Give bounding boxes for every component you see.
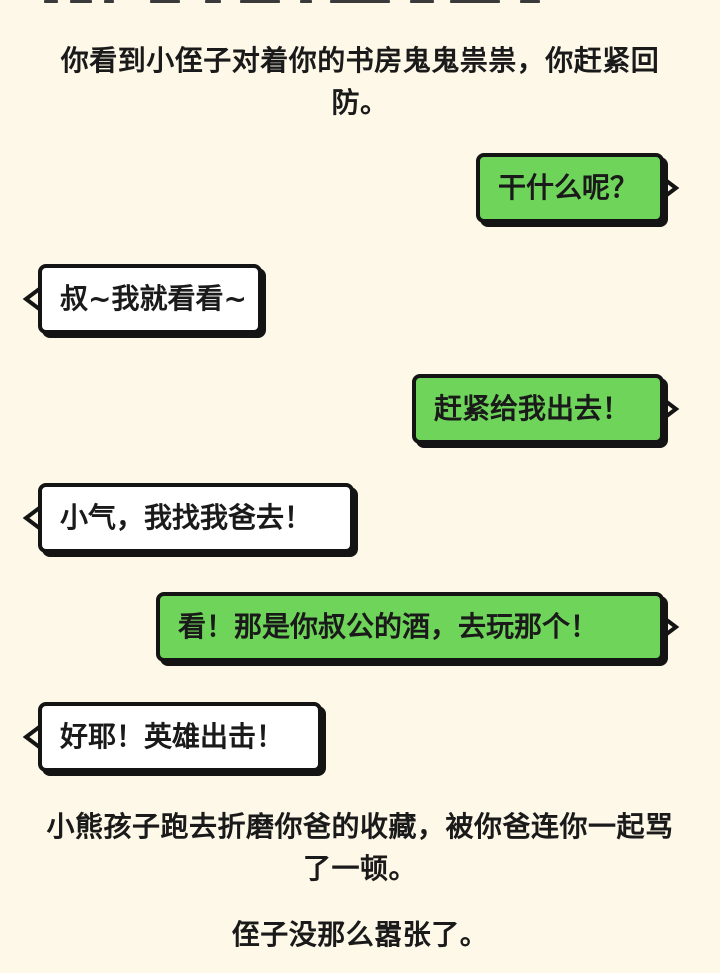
player-message-bubble[interactable]: 赶紧给我出去！ — [412, 374, 680, 444]
bubble-tail-right — [660, 395, 680, 423]
player-message-bubble[interactable]: 看！那是你叔公的酒，去玩那个！ — [156, 592, 680, 662]
player-message-bubble[interactable]: 干什么呢？ — [476, 153, 680, 223]
bubble-tail-left — [22, 723, 42, 751]
message-text: 好耶！英雄出击！ — [60, 720, 285, 753]
message-text: 看！那是你叔公的酒，去玩那个！ — [178, 610, 599, 643]
message-text: 小气，我找我爸去！ — [60, 501, 313, 534]
npc-message-bubble[interactable]: 小气，我找我爸去！ — [22, 483, 354, 553]
bubble-tail-right — [660, 174, 680, 202]
bubble-tail-right — [660, 613, 680, 641]
message-text: 赶紧给我出去！ — [434, 392, 631, 425]
cropped-top-text — [0, 0, 720, 6]
narration-intro: 你看到小侄子对着你的书房鬼鬼祟祟，你赶紧回防。 — [60, 44, 660, 119]
bubble-tail-left — [22, 285, 42, 313]
bubble-tail-left — [22, 504, 42, 532]
message-text: 干什么呢？ — [498, 171, 639, 204]
npc-message-bubble[interactable]: 叔~我就看看~ — [22, 264, 262, 334]
npc-message-bubble[interactable]: 好耶！英雄出击！ — [22, 702, 322, 772]
narration-outcome: 小熊孩子跑去折磨你爸的收藏，被你爸连你一起骂了一顿。 — [46, 810, 674, 885]
message-text: 叔~我就看看~ — [60, 282, 247, 315]
narration-result: 侄子没那么嚣张了。 — [231, 918, 489, 951]
